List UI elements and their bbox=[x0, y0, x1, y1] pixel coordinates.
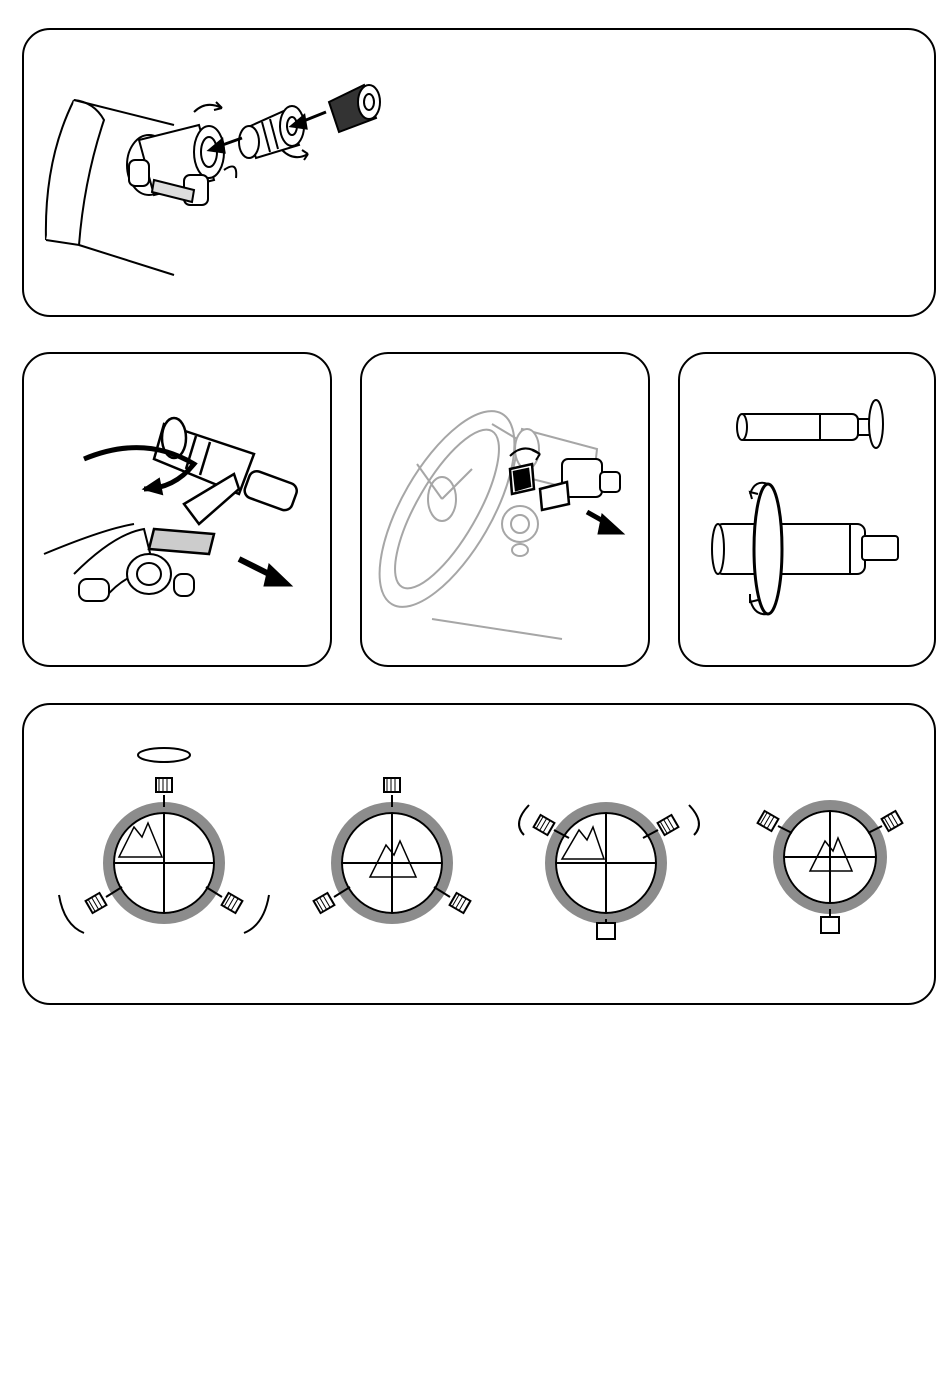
finder-mount-illustration bbox=[24, 354, 334, 669]
rotation-arrow-icon bbox=[84, 448, 194, 494]
adjustment-screw-icon bbox=[658, 815, 679, 835]
focuser-icon bbox=[79, 554, 194, 601]
adjustment-screw-icon bbox=[534, 815, 555, 835]
finder-focus-illustration bbox=[680, 354, 938, 669]
barlow-lens-icon bbox=[239, 106, 304, 158]
adjustment-screw-icon bbox=[758, 811, 779, 831]
adjustment-screw-icon bbox=[222, 893, 243, 913]
adjustment-screw-icon bbox=[597, 923, 615, 939]
alignment-step-4 bbox=[758, 805, 903, 933]
insert-arrow-icon bbox=[239, 559, 292, 586]
adjustment-screw-icon bbox=[314, 893, 335, 913]
alignment-step-3 bbox=[519, 805, 699, 939]
focus-ring-icon bbox=[869, 400, 883, 448]
reticle-icon bbox=[336, 807, 448, 919]
panel-finder-focus bbox=[678, 352, 936, 667]
panel-finder-alignment bbox=[22, 703, 936, 1005]
insert-arrow-icon bbox=[587, 512, 624, 534]
eyepiece-icon bbox=[329, 85, 380, 132]
reticle-icon bbox=[550, 807, 662, 919]
focuser-icon bbox=[127, 125, 224, 205]
finderscope-icon bbox=[737, 414, 872, 440]
finderscope-icon bbox=[712, 524, 898, 574]
adjustment-screw-icon bbox=[821, 917, 839, 933]
adjustment-screw-icon bbox=[384, 778, 400, 792]
panel-eyepiece-insertion bbox=[22, 28, 936, 317]
panel-finder-mount-alt bbox=[360, 352, 650, 667]
alignment-step-2 bbox=[314, 778, 471, 919]
adjustment-screw-icon bbox=[86, 893, 107, 913]
eyepiece-insertion-illustration bbox=[24, 30, 938, 319]
finder-alignment-illustration bbox=[24, 705, 938, 1007]
reticle-icon bbox=[108, 807, 220, 919]
adjustment-screw-icon bbox=[882, 811, 903, 831]
focuser-icon bbox=[502, 506, 538, 556]
finder-mount-alt-illustration bbox=[362, 354, 652, 669]
adjustment-screw-icon bbox=[450, 893, 471, 913]
focus-ring-icon bbox=[754, 484, 782, 614]
panel-finder-mount-reflector bbox=[22, 352, 332, 667]
adjustment-screw-icon bbox=[156, 778, 172, 792]
alignment-step-1 bbox=[59, 748, 269, 933]
reticle-icon bbox=[778, 805, 882, 909]
